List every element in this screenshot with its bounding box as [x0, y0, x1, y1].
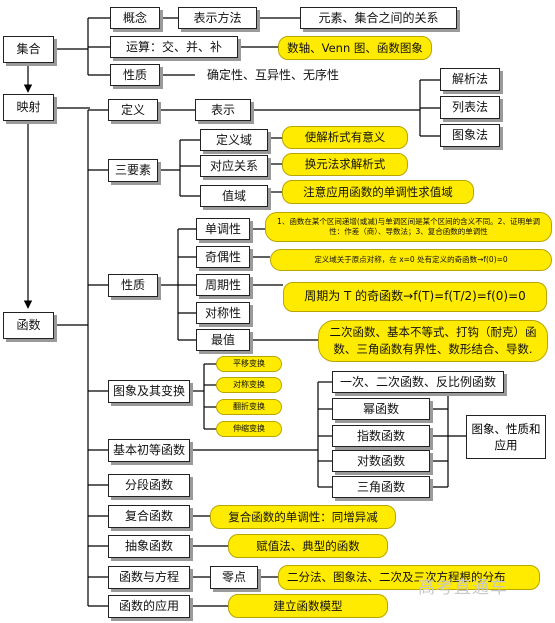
range-note: 注意应用函数的单调性求值域	[282, 180, 474, 204]
three-elements-node[interactable]: 三要素	[108, 159, 158, 182]
flip-transform-tag: 翻折变换	[216, 399, 282, 415]
correspondence-note: 换元法求解析式	[282, 153, 408, 176]
domain-note: 使解析式有意义	[282, 126, 408, 149]
watermark-text: 高考直通车	[418, 578, 508, 598]
monotonicity-note: 1、函数在某个区间递增(或减)与单调区间是某个区间的含义不同。2、证明单调性：作…	[265, 212, 552, 242]
symmetric-transform-tag: 对称变换	[216, 377, 282, 393]
abstract-function-node[interactable]: 抽象函数	[108, 535, 190, 558]
zero-point-node[interactable]: 零点	[210, 566, 258, 589]
function-properties-node[interactable]: 性质	[108, 274, 158, 297]
set-node[interactable]: 集合	[3, 36, 54, 63]
composite-function-node[interactable]: 复合函数	[108, 505, 190, 528]
mapping-node[interactable]: 映射	[3, 94, 54, 121]
trigonometric-function-node[interactable]: 三角函数	[332, 476, 430, 498]
elementary-functions-node[interactable]: 基本初等函数	[108, 439, 190, 462]
extremum-note: 二次函数、基本不等式、打钩（耐克）函数、三角函数有界性、数形结合、导数.	[318, 320, 548, 362]
periodicity-note: 周期为 T 的奇函数→f(T)=f(T/2)=f(0)=0	[283, 282, 547, 312]
graph-transform-node[interactable]: 图象及其变换	[108, 380, 190, 403]
set-properties-node[interactable]: 性质	[110, 64, 160, 86]
concept-node[interactable]: 概念	[110, 7, 160, 29]
set-properties-text: 确定性、互异性、无序性	[206, 67, 339, 82]
piecewise-function-node[interactable]: 分段函数	[108, 474, 190, 497]
monotonicity-node[interactable]: 单调性	[196, 218, 250, 240]
composite-function-note: 复合函数的单调性：同增异减	[210, 505, 396, 529]
extremum-node[interactable]: 最值	[196, 329, 250, 351]
range-node[interactable]: 值域	[200, 185, 268, 207]
representation-method-node[interactable]: 表示方法	[178, 7, 257, 29]
linear-quadratic-inverse-node[interactable]: 一次、二次函数、反比例函数	[332, 371, 504, 393]
analytic-method-node[interactable]: 解析法	[440, 68, 500, 91]
power-function-node[interactable]: 幂函数	[332, 398, 430, 420]
parity-note: 定义域关于原点对称，在 x=0 处有定义的奇函数→f(0)=0	[270, 249, 552, 271]
stretch-transform-tag: 伸缩变换	[216, 421, 282, 437]
function-node[interactable]: 函数	[3, 312, 54, 339]
exponential-function-node[interactable]: 指数函数	[332, 425, 430, 447]
graph-method-node[interactable]: 图象法	[440, 124, 500, 147]
parity-node[interactable]: 奇偶性	[196, 246, 250, 268]
zero-point-note: 二分法、图象法、二次及三次方程根的分布	[278, 565, 540, 590]
translation-transform-tag: 平移变换	[216, 356, 282, 372]
domain-node[interactable]: 定义域	[200, 129, 268, 151]
element-set-relation-node[interactable]: 元素、集合之间的关系	[300, 7, 457, 29]
function-application-note: 建立函数模型	[228, 594, 388, 618]
table-method-node[interactable]: 列表法	[440, 96, 500, 119]
definition-node[interactable]: 定义	[108, 99, 158, 121]
function-equation-node[interactable]: 函数与方程	[108, 566, 190, 589]
abstract-function-note: 赋值法、典型的函数	[228, 534, 388, 558]
periodicity-node[interactable]: 周期性	[196, 274, 250, 296]
correspondence-node[interactable]: 对应关系	[200, 155, 268, 177]
logarithmic-function-node[interactable]: 对数函数	[332, 450, 430, 472]
number-line-venn-note: 数轴、Venn 图、函数图象	[278, 36, 432, 60]
symmetry-node[interactable]: 对称性	[196, 302, 250, 324]
representation-node[interactable]: 表示	[195, 99, 251, 121]
operations-node[interactable]: 运算：交、并、补	[110, 36, 238, 58]
graph-property-application-node[interactable]: 图象、性质和应用	[466, 415, 546, 459]
function-application-node[interactable]: 函数的应用	[108, 595, 190, 618]
